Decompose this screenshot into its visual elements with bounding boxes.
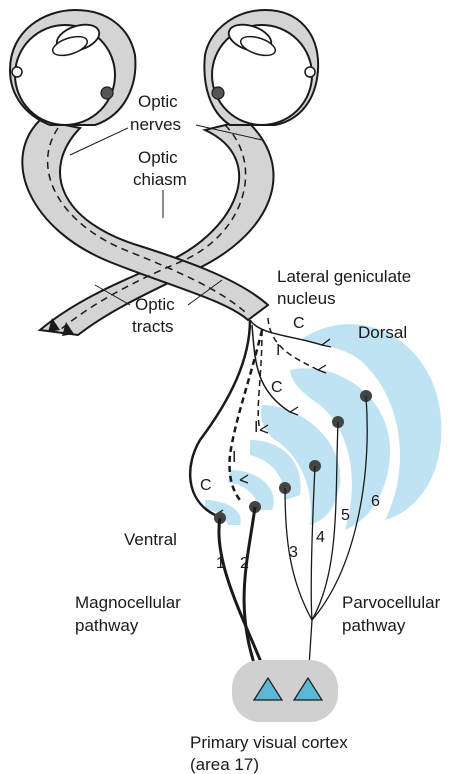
label-optic-tracts-1: Optic: [135, 295, 175, 314]
label-dorsal: Dorsal: [358, 323, 407, 342]
label-optic-chiasm-1: Optic: [138, 148, 178, 167]
label-lgn-2: nucleus: [277, 289, 336, 308]
layer-letter-c-4: C: [271, 379, 283, 396]
right-eye: [204, 10, 318, 125]
label-magno-2: pathway: [75, 616, 139, 635]
layer-number-3: 3: [289, 544, 298, 561]
label-optic-nerves-2: nerves: [130, 115, 181, 134]
layer-number-4: 4: [316, 529, 325, 546]
layer-letter-i-5: I: [276, 342, 280, 359]
layer-number-5: 5: [341, 507, 350, 524]
layer-letter-i-2: I: [232, 449, 236, 466]
label-cortex-1: Primary visual cortex: [190, 733, 348, 752]
layer-letter-i-3: I: [254, 419, 258, 436]
layer-letter-c-6: C: [293, 315, 305, 332]
label-optic-tracts-2: tracts: [132, 317, 174, 336]
label-parvo-1: Parvocellular: [342, 593, 441, 612]
label-ventral: Ventral: [124, 530, 177, 549]
layer-number-6: 6: [371, 493, 380, 510]
label-lgn-1: Lateral geniculate: [277, 267, 411, 286]
leader-optic-nerves-left: [70, 128, 128, 155]
label-optic-chiasm-2: chiasm: [133, 170, 187, 189]
label-parvo-2: pathway: [342, 616, 406, 635]
label-cortex-2: (area 17): [190, 755, 259, 774]
left-eye: [10, 10, 135, 125]
layer-number-1: 1: [216, 555, 225, 572]
layer-number-2: 2: [240, 555, 249, 572]
cortex-region: [232, 660, 338, 722]
layer-letter-c-1: C: [200, 477, 212, 494]
label-optic-nerves-1: Optic: [138, 92, 178, 111]
label-magno-1: Magnocellular: [75, 593, 181, 612]
